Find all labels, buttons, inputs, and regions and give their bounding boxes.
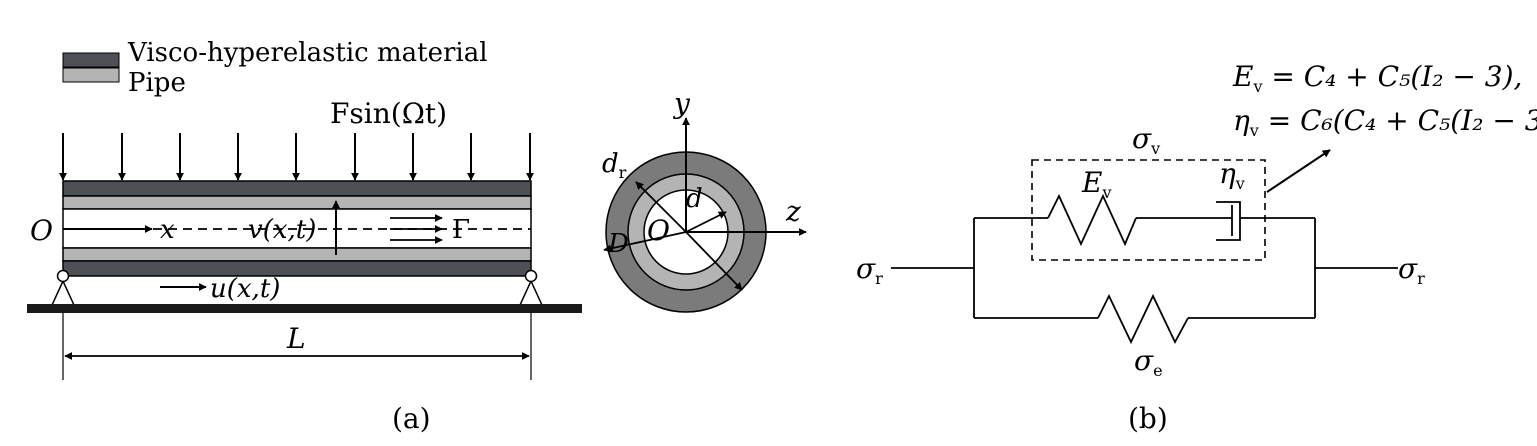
y-label: y — [672, 87, 691, 120]
caption-b: (b) — [1128, 402, 1168, 435]
gamma-label: Γ — [452, 215, 470, 245]
length-label: L — [286, 322, 306, 355]
rheology-circuit — [891, 193, 1398, 345]
sigma-e-label: σe — [1134, 344, 1163, 380]
D-arrow-left — [603, 231, 687, 253]
sigma-r-right-label: σr — [1398, 252, 1425, 288]
force-label: Fsin(Ωt) — [330, 97, 447, 130]
v-label: v(x,t) — [248, 215, 316, 245]
ground — [27, 304, 582, 313]
panel-a: Visco-hyperelastic material Pipe Fsin(Ωt… — [27, 38, 582, 435]
legend-label-visco: Visco-hyperelastic material — [127, 38, 488, 68]
sigma-v-label: σv — [1132, 122, 1160, 158]
dr-arrow — [635, 181, 687, 233]
sigma-r-left-label: σr — [856, 252, 883, 288]
panel-b: Ev = C₄ + C₅(I₂ − 3), ηv = C₆(C₄ + C₅(I₂… — [856, 60, 1537, 435]
x-label: x — [160, 215, 175, 245]
right-support — [519, 269, 543, 306]
legend-swatch-pipe — [62, 67, 120, 83]
u-label: u(x,t) — [210, 274, 280, 304]
D-label: D — [607, 229, 629, 259]
etav-label: ηv — [1219, 157, 1245, 193]
dashpot-etav — [1216, 201, 1241, 241]
Ev-label: Ev — [1081, 166, 1112, 202]
legend-label-pipe: Pipe — [128, 68, 186, 98]
maxwell-element-box — [1031, 159, 1266, 261]
D-arrow-out — [685, 231, 743, 291]
origin-label-cs: O — [647, 214, 670, 247]
origin-label-a: O — [30, 214, 53, 247]
dr-label: dr — [602, 149, 627, 182]
z-label: z — [785, 195, 801, 228]
spring-Ev — [1047, 193, 1137, 247]
equation-pointer — [1266, 149, 1331, 193]
d-arrow — [685, 211, 727, 233]
equation-Ev: Ev = C₄ + C₅(I₂ − 3), — [1232, 60, 1522, 96]
left-support — [51, 269, 75, 306]
load-arrows — [59, 133, 534, 181]
cross-section: y z dr d O D — [602, 87, 807, 313]
d-label: d — [686, 184, 703, 214]
caption-a: (a) — [392, 402, 431, 435]
flow-arrows — [390, 214, 443, 244]
equation-etav: ηv = C₆(C₄ + C₅(I₂ − 3)) — [1233, 104, 1537, 140]
spring-Ee — [1097, 293, 1189, 345]
legend-swatch-visco — [62, 52, 120, 68]
